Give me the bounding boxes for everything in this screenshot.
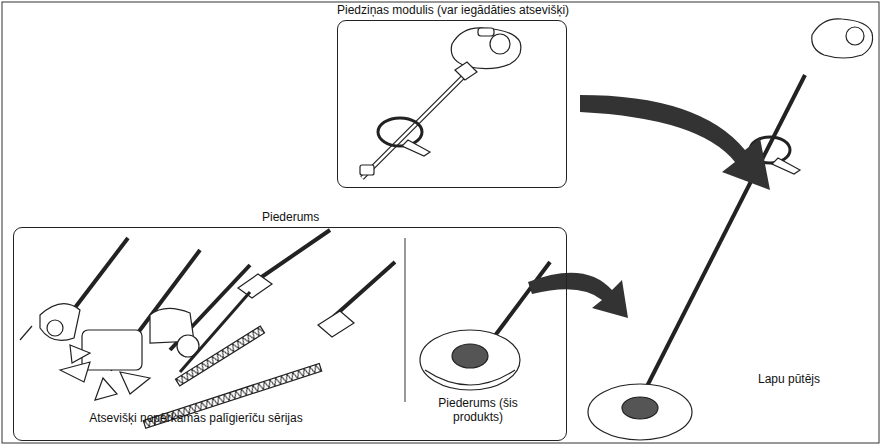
leaf-blower-assembly [588,19,873,440]
divider [405,238,406,402]
flow-arrow [580,95,770,190]
caption-label: Atsevišķi nopērkamās palīgierīču sērijas [31,412,361,426]
outline-box: Piedziņas modulis (var iegādāties atsevi… [337,20,567,188]
drive-unit [360,28,521,178]
caption-label: Lapu pūtējs [739,373,839,387]
box-heading: Piederums [260,210,321,224]
accessory-tools [20,230,395,428]
flow-arrow [528,273,628,318]
box-heading: Piedziņas modulis (var iegādāties atsevi… [335,3,571,17]
caption-label: Piederums (šis produkts) [423,397,533,425]
